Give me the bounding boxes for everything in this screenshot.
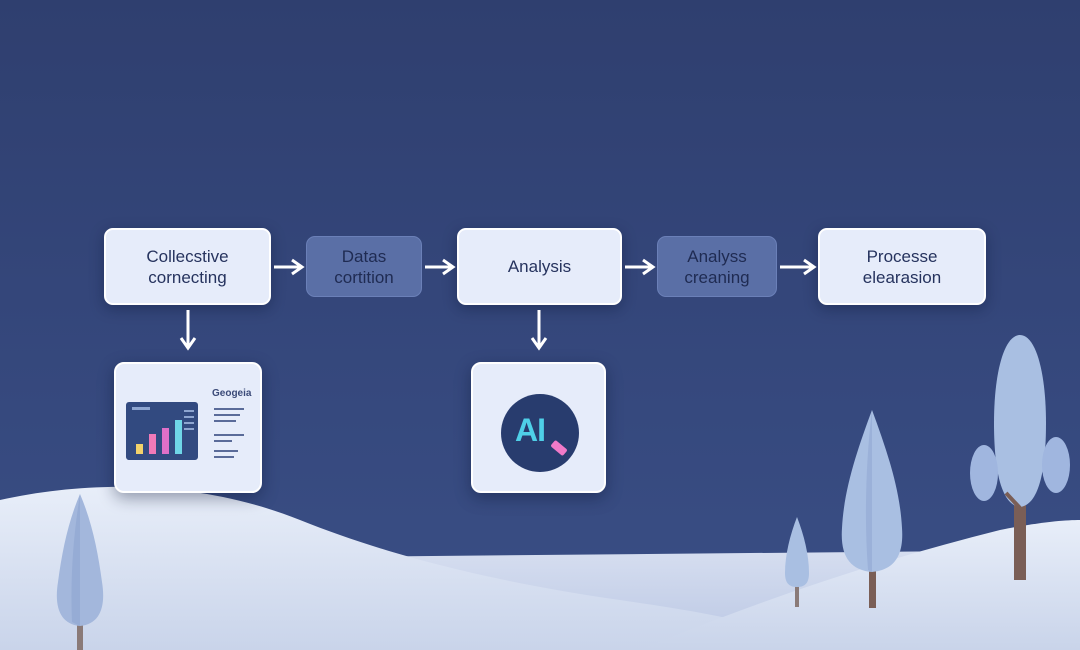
mini-chart-legend-line [184,428,194,430]
step-box-4[interactable]: Analyss creaning [657,236,777,297]
tree-left [56,494,104,650]
step-box-3[interactable]: Analysis [457,228,622,305]
step-4-line2: creaning [684,267,750,287]
step-5-line1: Processe [866,246,938,266]
tree-large [970,335,1070,580]
text-lines-icon [214,408,244,458]
arrow-right-icon [780,258,817,276]
snow-hill-right [640,520,1080,650]
dashboard-panel[interactable]: Geogeia [114,362,262,493]
arrow-right-icon [274,258,305,276]
step-2-line2: cortition [334,267,394,287]
arrow-down-icon [530,310,548,351]
magnifier-icon [551,440,567,456]
tree-small [785,517,809,607]
mini-chart-bar [136,444,143,454]
step-box-5[interactable]: Processe elearasion [818,228,986,305]
step-box-2[interactable]: Datas cortition [306,236,422,297]
arrow-right-icon [625,258,656,276]
step-2-line1: Datas [341,246,387,266]
mini-chart-legend-line [184,416,194,418]
ai-panel[interactable]: AI [471,362,606,493]
mini-chart-bar [162,428,169,454]
step-1-line1: Collecstive [146,246,229,266]
mini-chart-bar [149,434,156,454]
step-3-line1: Analysis [507,257,572,276]
step-5-line2: elearasion [862,267,942,287]
mini-chart-header [132,407,150,410]
step-4-line1: Analyss [687,246,747,266]
arrow-right-icon [425,258,456,276]
ai-badge: AI [501,394,579,472]
mini-chart-legend-line [184,422,194,424]
snow-hill-left [0,486,820,650]
step-1-line2: cornecting [148,267,227,287]
mini-chart-bar [175,420,182,454]
mini-chart [126,402,198,460]
ai-badge-text: AI [515,412,546,448]
mini-chart-svg [132,407,194,454]
step-box-1[interactable]: Collecstive cornecting [104,228,271,305]
mini-chart-legend-line [184,410,194,412]
arrow-down-icon [179,310,197,351]
dashboard-label: Geogeia [212,388,252,399]
tree-medium [841,410,903,608]
